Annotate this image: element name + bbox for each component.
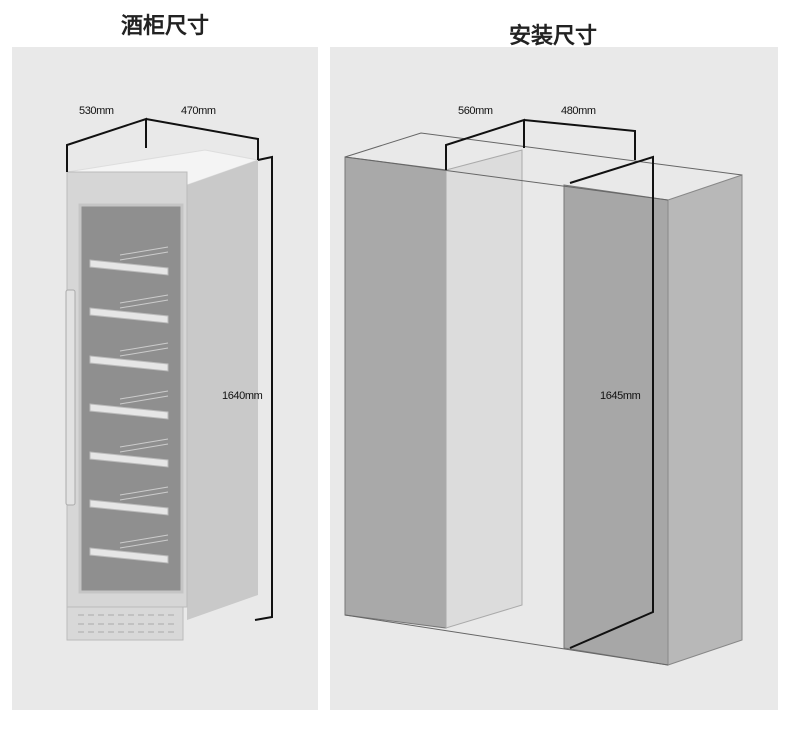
shelf [89,355,169,372]
installation-illustration [344,132,743,666]
shelf [89,547,169,564]
cabinet-depth-label: 530mm [79,105,114,117]
shelf-rack [119,390,169,405]
shelf-rack [119,438,169,453]
shelf-rack [119,534,169,549]
shelf-rack [119,342,169,357]
cabinet-width-label: 470mm [181,105,216,117]
shelf-rack [119,246,169,261]
installation-size-title: 安装尺寸 [508,24,597,49]
shelf [89,403,169,420]
shelf [89,307,169,324]
shelf-rack [119,294,169,309]
install-width-label: 480mm [561,105,596,117]
install-height-label: 1645mm [600,390,641,402]
shelves [89,246,169,564]
dimension-lines [66,117,654,649]
shelf [89,451,169,468]
shelf-rack [119,486,169,501]
install-depth-label: 560mm [458,105,493,117]
shelf [89,259,169,276]
wine-cabinet-illustration [65,149,260,641]
cabinet-size-title: 酒柜尺寸 [120,14,209,39]
shelf [89,499,169,516]
cabinet-height-label: 1640mm [222,390,263,402]
grille [78,614,174,633]
